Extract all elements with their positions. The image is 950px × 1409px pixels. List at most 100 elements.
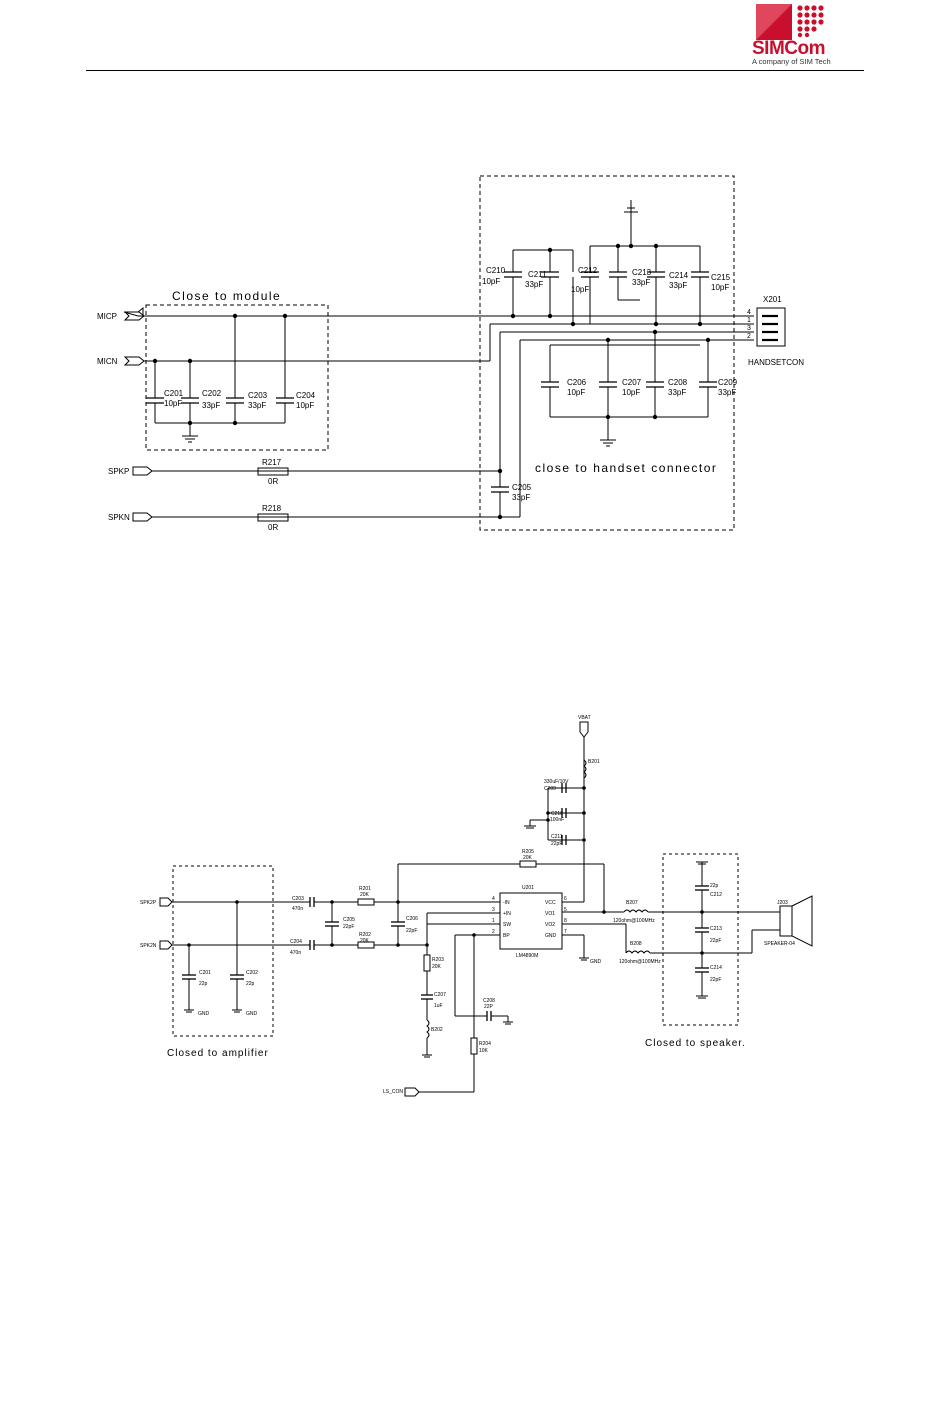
c202-ref: C202 — [202, 389, 222, 398]
junction-dot — [605, 414, 611, 420]
c212-ref: C212 — [710, 892, 722, 898]
b208-value: 120ohm@100MHz — [619, 959, 661, 965]
junction-dot — [582, 786, 586, 790]
c206-value: 10pF — [567, 388, 585, 397]
c206-value: 22pF — [406, 928, 417, 934]
c202-ref: C202 — [246, 970, 258, 976]
junction-dot — [570, 321, 576, 327]
b202-ref: B202 — [431, 1027, 443, 1033]
c204-ref: C204 — [296, 391, 316, 400]
junction-dot — [497, 468, 503, 474]
note-module: Close to module — [172, 289, 281, 303]
j203-ref: J203 — [777, 900, 788, 906]
simcom-logo-icon — [756, 4, 824, 40]
signal-ls-con: LS_CON — [383, 1089, 403, 1095]
c214-ref: C214 — [669, 271, 689, 280]
junction-dot — [811, 26, 817, 32]
junction-dot — [547, 313, 553, 319]
u201-pin-name: +IN — [503, 911, 511, 917]
junction-dot — [187, 358, 193, 364]
b201-ref: B201 — [588, 759, 600, 765]
junction-dot — [811, 5, 817, 11]
r218-body — [257, 513, 289, 522]
logo-wordmark: SIMCom — [752, 38, 826, 60]
wire — [623, 909, 649, 913]
c208-value: 33pF — [668, 388, 686, 397]
u201-pin-name: -IN — [503, 900, 510, 906]
junction-dot — [804, 26, 810, 32]
component-body — [470, 1037, 478, 1055]
junction-dot — [700, 951, 704, 955]
c215-value: 10pF — [711, 283, 729, 292]
c213-ref: C213 — [632, 268, 652, 277]
junction-dot — [797, 5, 803, 11]
r205-ref: R205 — [522, 849, 534, 855]
junction-dot — [700, 910, 704, 914]
junction-dot — [152, 358, 158, 364]
b208-ref: B208 — [630, 941, 642, 947]
junction-dot — [546, 811, 550, 815]
r217-ref: R217 — [262, 458, 282, 467]
r204-ref: R204 — [479, 1041, 491, 1047]
junction-dot — [235, 900, 239, 904]
c209-value: 33pF — [718, 388, 736, 397]
junction-dot — [330, 900, 334, 904]
junction-dot — [818, 19, 824, 25]
u201-pin-name: VO1 — [545, 911, 555, 917]
element-group: MICP MICN SPKP SPKN Close to module clos… — [97, 266, 804, 532]
signal-micp: MICP — [97, 312, 117, 321]
r203-value: 20K — [432, 964, 442, 970]
spk2n-port — [159, 940, 173, 950]
junction-dot — [396, 943, 400, 947]
c207-ref: C207 — [622, 378, 642, 387]
c210-ref: C210 — [551, 811, 563, 817]
junction-dot — [804, 5, 810, 11]
c214-value: 33pF — [669, 281, 687, 290]
module-area-box — [145, 304, 329, 451]
junction-dot — [396, 900, 400, 904]
junction-dot — [652, 329, 658, 335]
u201-pin-num: 6 — [564, 896, 567, 902]
junction-dot — [546, 818, 550, 822]
header-rule — [86, 70, 864, 71]
c207-value: 1uF — [434, 1003, 443, 1009]
c203-value: 33pF — [248, 401, 266, 410]
c208-ref: C208 — [668, 378, 688, 387]
logo-word-com: Com — [784, 38, 826, 59]
micn-port — [123, 356, 145, 366]
junction-dot — [497, 514, 503, 520]
junction-dot — [232, 420, 238, 426]
junction-dot — [811, 12, 817, 18]
c205-value: 33pF — [512, 493, 530, 502]
c207-value: 10pF — [622, 388, 640, 397]
vbat-port — [579, 721, 589, 738]
c203-ref: C203 — [292, 896, 304, 902]
element-group: SPK2P SPK2N VBAT LS_CON GND GND GND Clos… — [140, 715, 795, 1095]
element-group — [187, 786, 704, 955]
c215-ref: C215 — [711, 273, 731, 282]
u201-pin-num: 4 — [492, 896, 495, 902]
c202-value: 22p — [246, 981, 255, 987]
c204-ref: C204 — [290, 939, 302, 945]
c210-value: 100nF — [550, 817, 564, 823]
signal-spkn: SPKN — [108, 513, 130, 522]
junction-dot — [804, 19, 810, 25]
r201-value: 20K — [360, 892, 370, 898]
u201-ref: U201 — [522, 885, 534, 891]
c205-value: 22pF — [343, 924, 354, 930]
component-body — [357, 898, 375, 906]
c206-ref: C206 — [567, 378, 587, 387]
wire — [791, 895, 813, 947]
c201-ref: C201 — [164, 389, 184, 398]
note-amplifier: Closed to amplifier — [167, 1048, 269, 1059]
c206-ref: C206 — [406, 916, 418, 922]
junction-dot — [425, 943, 429, 947]
junction-dot — [582, 811, 586, 815]
u201-pin-num: 2 — [492, 929, 495, 935]
c201-ref: C201 — [199, 970, 211, 976]
junction-dot — [811, 19, 817, 25]
junction-dot — [653, 321, 659, 327]
junction-dot — [818, 12, 824, 18]
r218-ref: R218 — [262, 504, 282, 513]
